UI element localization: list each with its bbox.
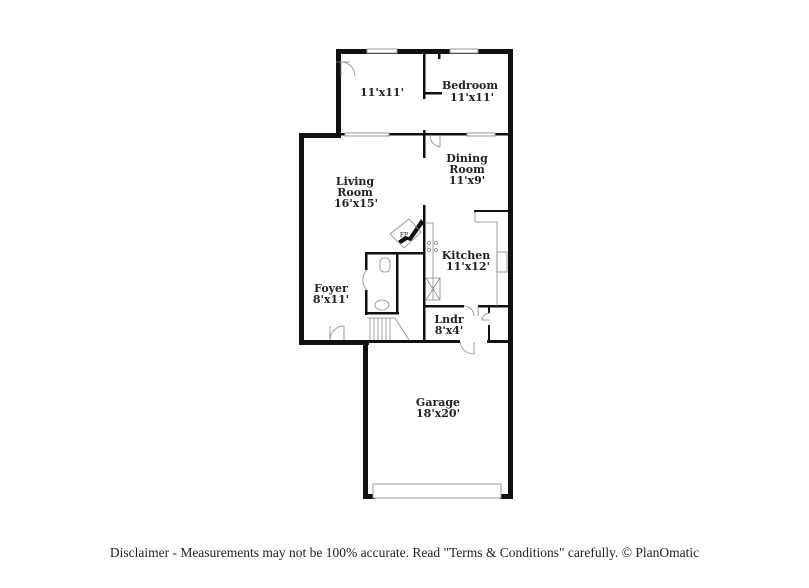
room-size: 16'x15' [334, 197, 378, 210]
walls [299, 49, 513, 499]
room-name: Dining [446, 152, 488, 165]
room-size: 18'x20' [416, 407, 460, 420]
windows [344, 48, 502, 499]
fireplace-icon [389, 218, 422, 249]
room-name: Kitchen [442, 249, 491, 262]
room-size: 8'x11' [313, 293, 349, 306]
disclaimer: Disclaimer - Measurements may not be 100… [109, 545, 700, 560]
room-name: Room [449, 163, 485, 176]
door-icon [463, 305, 479, 317]
door-icon [429, 134, 441, 148]
toilet-icon [379, 257, 391, 273]
door-icon [459, 341, 475, 355]
room-size: 11'x11' [360, 86, 404, 99]
door-icon [362, 269, 368, 291]
room-size: 8'x4' [435, 324, 464, 337]
door-icon [329, 325, 345, 341]
sink-icon [496, 251, 508, 273]
sink-icon [374, 299, 390, 311]
room-name: Bedroom [442, 79, 498, 92]
fixtures [329, 61, 508, 355]
fireplace-label: FP [400, 232, 408, 239]
room-name: Lndr [434, 313, 463, 326]
counter-icon [425, 222, 441, 301]
room-name: Foyer [314, 282, 348, 295]
room-size: 11'x9' [449, 174, 485, 187]
door-icon [336, 61, 356, 77]
room-size: 11'x11' [450, 91, 494, 104]
room-name: Living [336, 175, 374, 188]
room-name: Garage [416, 396, 460, 409]
room-size: 11'x12' [446, 260, 490, 273]
room-name: Room [337, 186, 373, 199]
door-icon [481, 312, 491, 321]
stairs-icon [367, 317, 410, 341]
